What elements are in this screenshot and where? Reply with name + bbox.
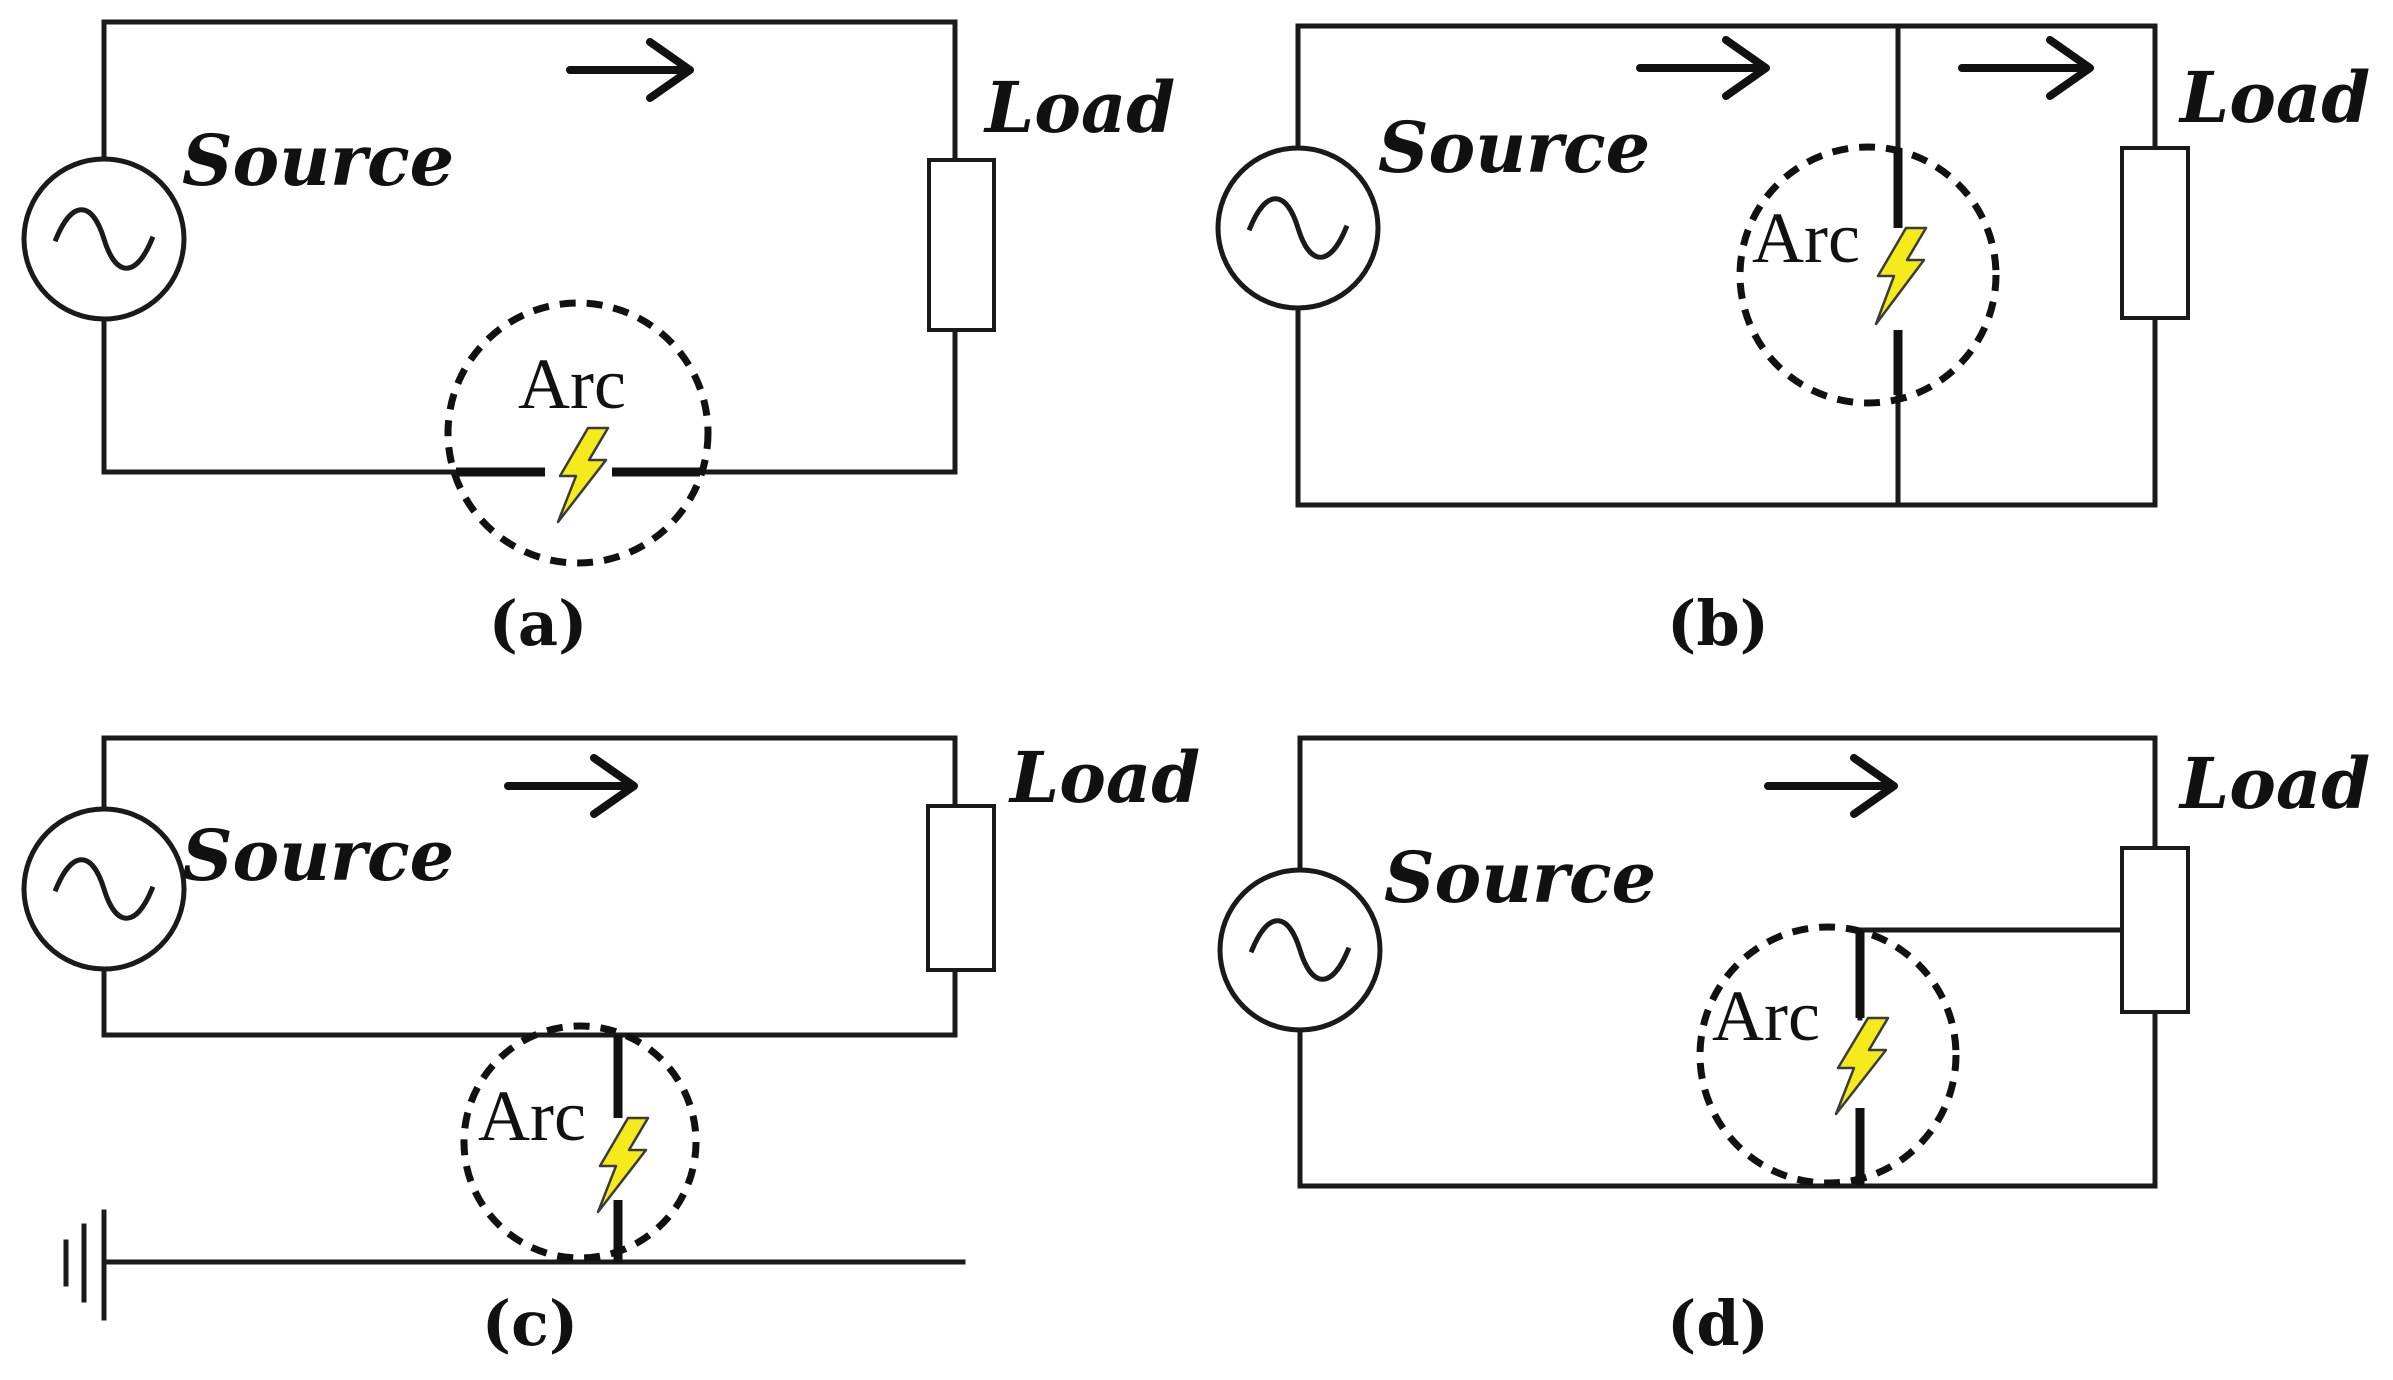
current-arrow-icon <box>504 754 638 818</box>
panel-d-arc-zone <box>1696 923 1960 1187</box>
resistor-load-icon <box>927 158 996 332</box>
source-label: Source <box>1378 106 1650 189</box>
arc-spark-icon <box>556 426 610 524</box>
arc-spark-icon <box>596 1116 650 1214</box>
current-arrow-icon <box>1958 36 2094 100</box>
panel-c-arc-zone <box>460 1022 700 1262</box>
load-label: Load <box>2178 56 2370 139</box>
arc-label: Arc <box>518 344 626 424</box>
panel-b-wire-loop <box>1295 23 2158 508</box>
panel-c-caption: (c) <box>482 1287 578 1360</box>
panel-c: Source Load Arc (c) <box>21 735 1200 1360</box>
source-label: Source <box>182 814 454 897</box>
source-label: Source <box>1384 836 1656 919</box>
load-label: Load <box>1008 736 1200 819</box>
load-label: Load <box>983 66 1175 149</box>
arc-spark-icon <box>1874 226 1928 326</box>
ground-icon <box>63 1209 107 1321</box>
arc-spark-icon <box>1834 1016 1890 1116</box>
panel-d-wire-loop <box>1297 735 2158 1189</box>
load-label: Load <box>2178 742 2370 825</box>
panel-b: Source Load Arc (b) <box>1215 23 2370 660</box>
sine-wave-icon <box>1246 196 1350 260</box>
panel-b-arc-zone <box>1736 143 2000 407</box>
panel-d-caption: (d) <box>1667 1287 1769 1360</box>
sine-wave-icon <box>52 857 156 921</box>
panel-b-caption: (b) <box>1667 587 1769 660</box>
panel-d: Source Load Arc (d) <box>1217 735 2370 1360</box>
arc-label: Arc <box>1712 976 1820 1056</box>
current-arrow-icon <box>566 38 694 102</box>
sine-wave-icon <box>52 207 156 271</box>
panel-a: Source Load Arc (a) <box>21 19 1175 660</box>
panel-a-wire-loop <box>101 19 958 475</box>
sine-wave-icon <box>1248 918 1352 982</box>
resistor-load-icon <box>2120 146 2190 320</box>
current-arrow-icon <box>1764 754 1898 818</box>
panel-a-arc-zone <box>444 299 712 567</box>
current-arrow-icon <box>1636 36 1770 100</box>
arc-label: Arc <box>1752 198 1860 278</box>
panel-a-caption: (a) <box>489 587 588 660</box>
resistor-load-icon <box>2120 846 2190 1014</box>
source-label: Source <box>182 119 454 202</box>
resistor-load-icon <box>926 804 996 972</box>
arc-label: Arc <box>478 1076 586 1156</box>
